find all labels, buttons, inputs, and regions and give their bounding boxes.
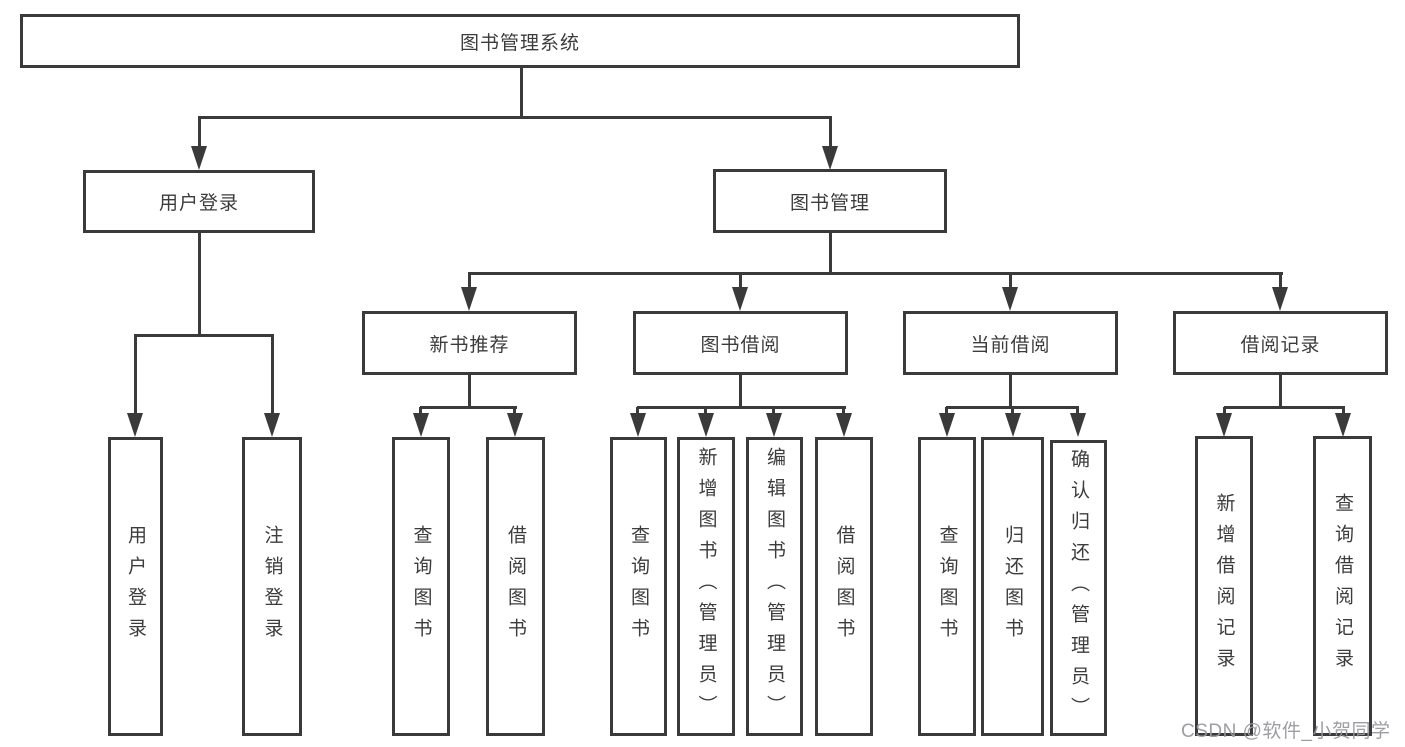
arrow-down-icon [1272, 287, 1288, 311]
node-label: 当前借阅 [970, 334, 1051, 356]
connector-leaf-stem [772, 407, 775, 417]
node-root: 图书管理系统 [20, 14, 1020, 68]
leaf-label: 借阅图书 [505, 524, 526, 649]
leaf-add-books-admin: 新增图书（管理员） [677, 437, 735, 736]
connector-substem [1009, 375, 1012, 409]
connector-leaf-stem [1223, 407, 1226, 417]
connector-level1-horizontal [198, 116, 832, 119]
leaf-label: 新增图书（管理员） [695, 447, 717, 726]
node-label: 图书管理 [789, 192, 870, 214]
leaf-label: 查询借阅记录 [1332, 493, 1353, 679]
node-label: 借阅记录 [1240, 334, 1321, 356]
leaf-borrow-books-recommend: 借阅图书 [486, 437, 545, 736]
arrow-down-icon [1070, 413, 1086, 437]
leaf-query-borrow-record: 查询借阅记录 [1313, 436, 1372, 736]
leaf-confirm-return-admin: 确认归还（管理员） [1050, 440, 1107, 736]
node-book-management: 图书管理 [713, 169, 947, 233]
connector-stem-user-login [198, 117, 201, 149]
node-new-book-recommend: 新书推荐 [362, 311, 577, 375]
leaf-label: 归还图书 [1002, 524, 1023, 649]
connector-substem [739, 375, 742, 409]
connector-leaf-stem [842, 407, 845, 417]
arrow-down-icon [939, 413, 955, 437]
leaf-label: 查询图书 [936, 524, 958, 649]
node-label: 新书推荐 [429, 334, 510, 356]
arrow-down-icon [1335, 413, 1351, 437]
arrow-down-icon [766, 413, 782, 437]
node-label: 图书管理系统 [459, 32, 580, 54]
leaf-label: 新增借阅记录 [1213, 493, 1235, 679]
leaf-label: 确认归还（管理员） [1068, 448, 1089, 728]
connector-userlogin-stem [198, 232, 201, 336]
arrow-down-icon [507, 413, 523, 437]
connector-substem [1279, 375, 1282, 409]
arrow-down-icon [1216, 413, 1232, 437]
leaf-label: 用户登录 [125, 524, 146, 649]
connector-stem-book-borrow [739, 273, 742, 290]
connector-userlogin-horizontal [134, 334, 274, 337]
connector-leaf-stem [271, 336, 274, 416]
leaf-query-books-current: 查询图书 [918, 437, 976, 736]
connector-split-horizontal [637, 406, 846, 409]
connector-stem-book-management [829, 117, 832, 149]
connector-leaf-stem [704, 407, 707, 417]
arrow-down-icon [822, 146, 838, 170]
node-label: 图书借阅 [700, 334, 781, 356]
connector-leaf-stem [1011, 407, 1014, 417]
arrow-down-icon [630, 413, 646, 437]
leaf-label: 编辑图书（管理员） [764, 447, 785, 726]
node-current-borrow: 当前借阅 [903, 311, 1118, 375]
connector-split-horizontal [1224, 406, 1345, 409]
leaf-user-login: 用户登录 [108, 437, 163, 736]
arrow-down-icon [191, 146, 207, 170]
leaf-query-books: 查询图书 [610, 437, 667, 736]
connector-stem-new-books [468, 273, 471, 290]
connector-split-horizontal [420, 406, 517, 409]
connector-root-stem [520, 67, 523, 118]
leaf-edit-books-admin: 编辑图书（管理员） [746, 437, 803, 736]
csdn-watermark: CSDN @软件_小贺同学 [1181, 721, 1391, 742]
leaf-label: 借阅图书 [833, 524, 855, 649]
arrow-down-icon [413, 413, 429, 437]
arrow-down-icon [127, 413, 143, 437]
connector-leaf-stem [636, 407, 639, 417]
arrow-down-icon [461, 287, 477, 311]
connector-leaf-stem [945, 407, 948, 417]
arrow-down-icon [836, 413, 852, 437]
leaf-query-books-recommend: 查询图书 [392, 437, 450, 736]
arrow-down-icon [732, 287, 748, 311]
node-book-borrow: 图书借阅 [633, 311, 848, 375]
leaf-borrow-books: 借阅图书 [815, 437, 873, 736]
connector-leaf-stem [1342, 407, 1345, 417]
connector-leaf-stem [513, 407, 516, 417]
connector-leaf-stem [419, 407, 422, 417]
connector-bookmgmt-stem [829, 233, 832, 275]
connector-level2-horizontal [468, 272, 1283, 275]
leaf-label: 注销登录 [261, 524, 283, 649]
arrow-down-icon [1002, 287, 1018, 311]
connector-leaf-stem [134, 336, 137, 416]
arrow-down-icon [698, 413, 714, 437]
node-user-login: 用户登录 [83, 170, 315, 233]
leaf-return-books: 归还图书 [981, 437, 1044, 736]
connector-substem [468, 375, 471, 409]
leaf-label: 查询图书 [628, 524, 649, 649]
arrow-down-icon [264, 413, 280, 437]
node-borrow-records: 借阅记录 [1173, 311, 1388, 375]
connector-leaf-stem [1076, 407, 1079, 417]
connector-stem-borrow-records [1279, 273, 1282, 290]
connector-stem-current-borrow [1009, 273, 1012, 290]
arrow-down-icon [1005, 413, 1021, 437]
leaf-logout: 注销登录 [242, 437, 302, 736]
leaf-add-borrow-record: 新增借阅记录 [1195, 436, 1253, 736]
leaf-label: 查询图书 [410, 524, 432, 649]
node-label: 用户登录 [158, 193, 239, 214]
